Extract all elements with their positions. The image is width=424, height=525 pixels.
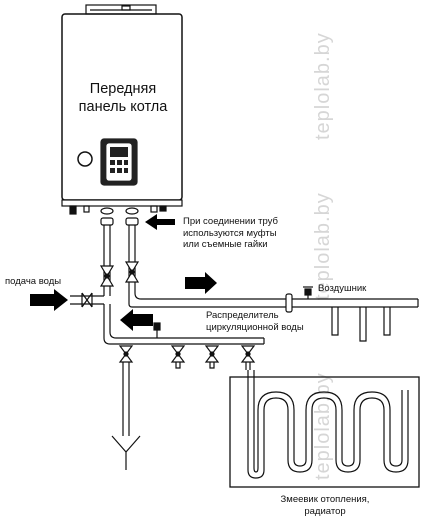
- air-vent-label: Воздушник: [318, 283, 367, 294]
- water-supply-pipe: [70, 292, 104, 308]
- coupling-pointer-arrow: [145, 214, 175, 230]
- couplings-note: При соединении труб используются муфты и…: [183, 216, 278, 250]
- manifold-valves: [118, 345, 256, 363]
- return-manifold: [103, 322, 265, 345]
- boiler-bracket: [85, 4, 157, 15]
- boiler-title: Передняя панель котла: [78, 81, 168, 115]
- riser-valves: [99, 261, 140, 287]
- heating-coil-label: Змеевик отопления, радиатор: [280, 494, 370, 517]
- flow-direction-arrow: [185, 272, 217, 294]
- flow-main-pipe: [128, 292, 419, 313]
- drain-pipe: [111, 362, 141, 470]
- control-panel: [100, 138, 138, 186]
- heating-coil-box: [229, 376, 420, 488]
- coil-drops: [331, 307, 391, 342]
- outlet-stubs: [175, 362, 251, 370]
- water-supply-label: подача воды: [5, 276, 62, 287]
- boiler: [61, 13, 183, 207]
- air-vent: [303, 286, 313, 299]
- boiler-connectors: [69, 205, 167, 226]
- manifold-label: Распределитель циркуляционной воды: [206, 310, 304, 333]
- boiler-knob: [77, 151, 93, 167]
- water-supply-arrow: [30, 289, 68, 311]
- flow-arrows: [30, 214, 217, 331]
- heating-coil: [247, 370, 409, 479]
- return-direction-arrow: [120, 309, 153, 331]
